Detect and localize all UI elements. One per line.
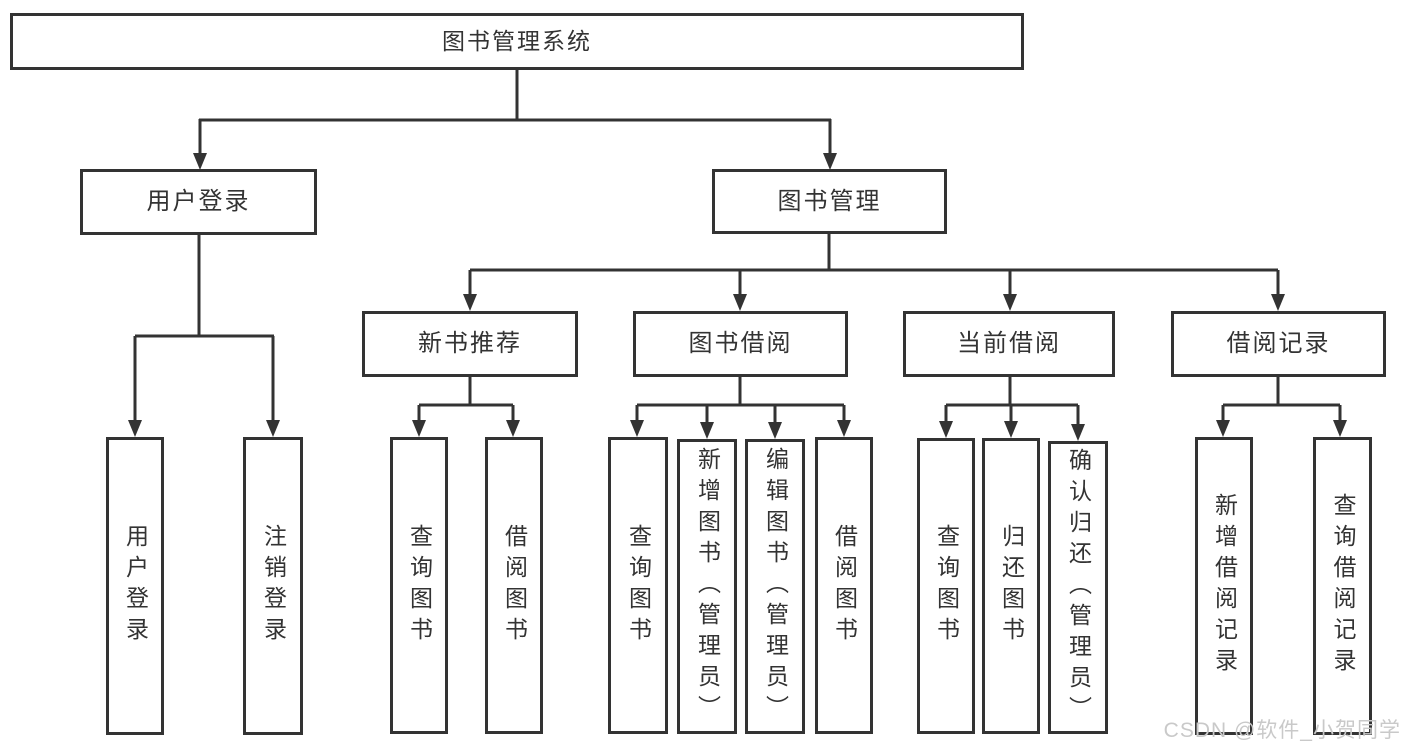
node-current-borrow: 当前借阅 bbox=[903, 311, 1115, 377]
node-label: 用户登录 bbox=[146, 188, 251, 215]
leaf-edit-book-admin: 编辑图书（管理员） bbox=[745, 439, 805, 734]
leaf-query-borrow-record: 查询借阅记录 bbox=[1313, 437, 1372, 735]
connector-book-borrow bbox=[630, 377, 851, 439]
leaf-label: 新增图书（管理员） bbox=[694, 447, 721, 726]
node-label: 新书推荐 bbox=[418, 330, 522, 357]
leaf-query-books-3: 查询图书 bbox=[917, 438, 975, 734]
connector-current-borrow bbox=[939, 377, 1085, 441]
leaf-label: 新增借阅记录 bbox=[1211, 493, 1238, 679]
leaf-label: 查询借阅记录 bbox=[1330, 493, 1356, 679]
connector-book-management bbox=[463, 233, 1285, 311]
leaf-borrow-books-2: 借阅图书 bbox=[815, 437, 873, 734]
connector-borrow-records bbox=[1216, 377, 1347, 437]
node-label: 借阅记录 bbox=[1226, 330, 1331, 357]
connector-new-book-recommend bbox=[412, 377, 520, 437]
leaf-confirm-return-admin: 确认归还（管理员） bbox=[1048, 441, 1108, 734]
leaf-return-book: 归还图书 bbox=[982, 438, 1040, 734]
leaf-label: 查询图书 bbox=[625, 523, 652, 648]
leaf-label: 查询图书 bbox=[406, 523, 433, 648]
connector-user-login bbox=[128, 235, 280, 437]
leaf-user-login: 用户登录 bbox=[106, 437, 164, 735]
leaf-label: 借阅图书 bbox=[501, 523, 528, 648]
leaf-query-books-1: 查询图书 bbox=[390, 437, 448, 734]
leaf-label: 用户登录 bbox=[122, 524, 149, 648]
leaf-label: 归还图书 bbox=[998, 524, 1025, 648]
csdn-watermark: CSDN @软件_小贺同学 bbox=[1163, 719, 1401, 742]
node-user-login: 用户登录 bbox=[80, 169, 317, 235]
node-label: 图书借阅 bbox=[688, 330, 793, 357]
leaf-label: 借阅图书 bbox=[831, 523, 858, 648]
leaf-label: 确认归还（管理员） bbox=[1065, 448, 1092, 727]
leaf-add-borrow-record: 新增借阅记录 bbox=[1195, 437, 1253, 735]
leaf-label: 注销登录 bbox=[260, 524, 287, 648]
leaf-label: 编辑图书（管理员） bbox=[762, 447, 789, 726]
leaf-label: 查询图书 bbox=[933, 524, 960, 648]
node-label: 当前借阅 bbox=[957, 330, 1061, 357]
node-book-borrow: 图书借阅 bbox=[633, 311, 848, 377]
node-label: 图书管理系统 bbox=[442, 28, 592, 54]
node-new-book-recommend: 新书推荐 bbox=[362, 311, 578, 377]
leaf-add-book-admin: 新增图书（管理员） bbox=[677, 439, 737, 734]
node-library-management-system: 图书管理系统 bbox=[10, 13, 1024, 70]
node-borrow-records: 借阅记录 bbox=[1171, 311, 1386, 377]
connector-root bbox=[193, 70, 837, 170]
leaf-borrow-books-1: 借阅图书 bbox=[485, 437, 543, 734]
node-book-management: 图书管理 bbox=[712, 169, 947, 234]
leaf-query-books-2: 查询图书 bbox=[608, 437, 668, 734]
leaf-logout: 注销登录 bbox=[243, 437, 303, 735]
node-label: 图书管理 bbox=[777, 187, 882, 215]
